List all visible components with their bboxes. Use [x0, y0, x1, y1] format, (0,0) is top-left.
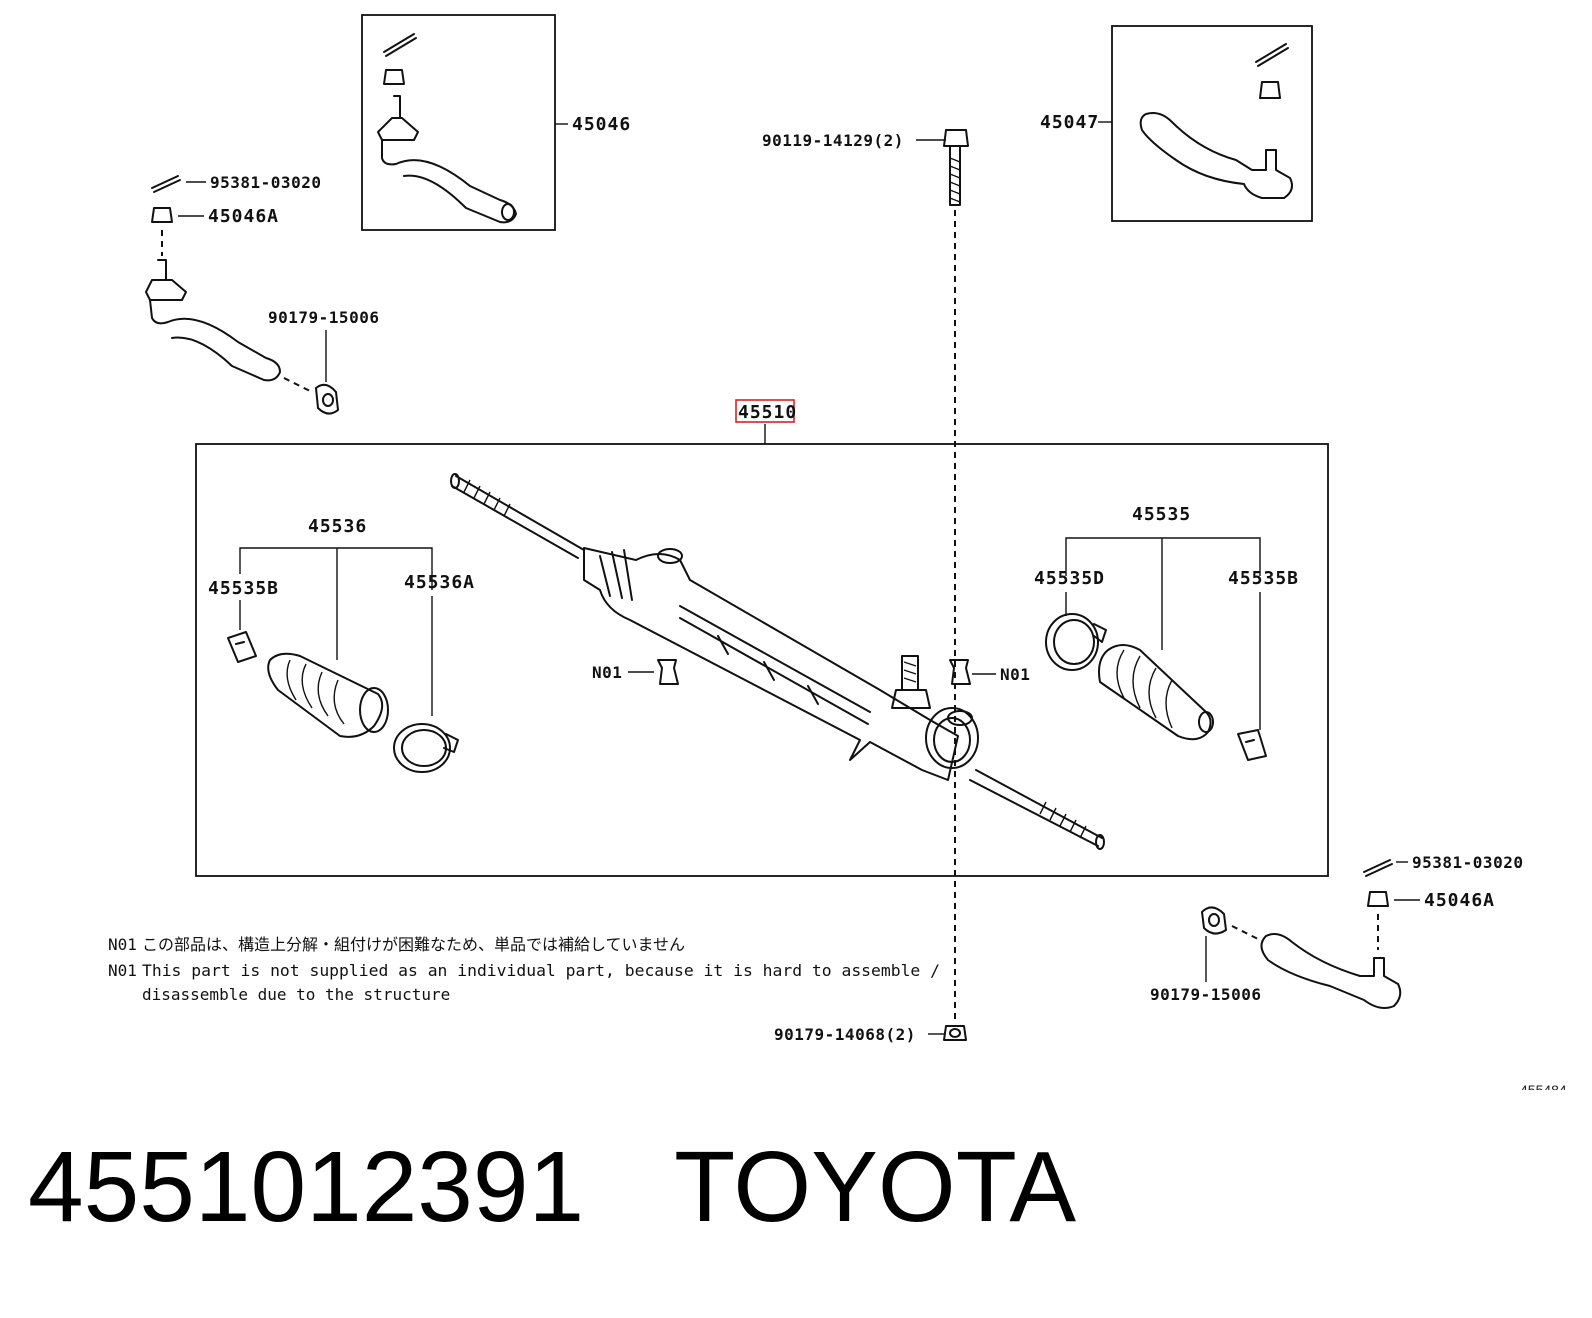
label-clip-right[interactable]: 45535B — [1228, 568, 1299, 589]
flange-nut-icon — [943, 1025, 967, 1041]
label-clamp-right[interactable]: 45535D — [1034, 568, 1105, 589]
castle-nut-icon — [151, 207, 173, 223]
cotter-pin-icon — [383, 33, 417, 57]
clip-icon — [227, 631, 257, 663]
rack-housing — [583, 547, 959, 781]
left-boot-kit: 45536 45535B 45536A — [208, 516, 475, 773]
right-tie-rod-end-group: 95381-03020 45046A 90179-15006 — [1150, 853, 1523, 1009]
label-n01-right[interactable]: N01 — [1000, 665, 1030, 684]
label-bolt[interactable]: 90119-14129(2) — [762, 131, 904, 150]
cotter-pin-icon — [1363, 859, 1393, 877]
label-cotter-pin-right[interactable]: 95381-03020 — [1412, 853, 1523, 872]
label-cotter-pin-left[interactable]: 95381-03020 — [210, 173, 321, 192]
boot-icon — [267, 652, 384, 738]
label-45047[interactable]: 45047 — [1040, 112, 1099, 133]
note-en-line1: This part is not supplied as an individu… — [142, 961, 940, 980]
label-nut-right[interactable]: 90179-15006 — [1150, 985, 1261, 1004]
part-box-45047 — [1111, 25, 1313, 222]
tie-rod-end-rh-box: 45047 — [1040, 25, 1313, 222]
bottom-nut-group: 90179-14068(2) — [774, 1025, 967, 1044]
cotter-pin-icon — [1255, 43, 1289, 67]
label-45046[interactable]: 45046 — [572, 114, 631, 135]
castle-nut-icon — [383, 69, 405, 85]
label-nut-left[interactable]: 90179-15006 — [268, 308, 379, 327]
label-boot-kit-left[interactable]: 45536 — [308, 516, 367, 537]
note-en-line2: disassemble due to the structure — [142, 985, 450, 1004]
right-boot-kit: 45535 45535D 45535B — [1034, 504, 1299, 761]
caption-brand: TOYOTA — [674, 1131, 1077, 1243]
sheet-number: 455484 — [1520, 1082, 1567, 1090]
tie-rod-end-lh-box: 45046 — [361, 14, 631, 231]
label-nut-bottom[interactable]: 90179-14068(2) — [774, 1025, 916, 1044]
bolt-icon — [943, 129, 969, 206]
label-assembly[interactable]: 45510 — [738, 402, 797, 423]
cotter-pin-icon — [151, 175, 181, 193]
highlight-45510 — [735, 399, 795, 423]
n01-bushing-icon — [657, 659, 679, 685]
part-box-45046 — [361, 14, 556, 231]
nut-icon — [1201, 906, 1227, 935]
rack-rod-left — [451, 475, 585, 559]
steering-rack — [450, 473, 1105, 850]
tie-rod-end-icon — [145, 259, 281, 382]
n01-bushing-icon — [949, 659, 971, 685]
boot-icon — [1098, 644, 1212, 741]
housing-bellows — [599, 549, 633, 601]
caption: 4551012391 TOYOTA — [28, 1130, 1076, 1245]
assembly-group: 45510 — [195, 399, 1329, 877]
notes: N01 この部品は、構造上分解・組付けが困難なため、単品では補給していません N… — [108, 935, 940, 1004]
pinion-shaft — [891, 655, 931, 709]
caption-part-number: 4551012391 — [28, 1131, 585, 1243]
tie-rod-end-icon — [1260, 933, 1402, 1009]
left-tie-rod-end-group: 95381-03020 45046A 90179-15006 — [145, 173, 379, 415]
note-jp-prefix: N01 — [108, 935, 137, 954]
housing-tube — [679, 605, 871, 725]
castle-nut-icon — [1367, 891, 1389, 907]
bolt-group: 90119-14129(2) — [762, 129, 969, 1020]
nut-icon — [315, 383, 339, 415]
note-jp-text: この部品は、構造上分解・組付けが困難なため、単品では補給していません — [142, 935, 685, 954]
label-castle-nut-right[interactable]: 45046A — [1424, 890, 1495, 911]
castle-nut-icon — [1259, 81, 1281, 99]
label-n01-left[interactable]: N01 — [592, 663, 622, 682]
clip-icon — [1237, 729, 1267, 761]
label-clip-left[interactable]: 45535B — [208, 578, 279, 599]
note-en-prefix: N01 — [108, 961, 137, 980]
label-boot-kit-right[interactable]: 45535 — [1132, 504, 1191, 525]
n01-group: N01 N01 — [592, 659, 1030, 685]
label-castle-nut-left[interactable]: 45046A — [208, 206, 279, 227]
assembly-box — [195, 443, 1329, 877]
tie-rod-end-icon — [1139, 112, 1293, 199]
label-clamp-left[interactable]: 45536A — [404, 572, 475, 593]
tie-rod-end-icon — [377, 95, 517, 224]
rack-rod-right — [969, 769, 1103, 847]
parts-diagram: 45046 45047 90119-14129(2) 95381-03020 4… — [108, 14, 1567, 1090]
